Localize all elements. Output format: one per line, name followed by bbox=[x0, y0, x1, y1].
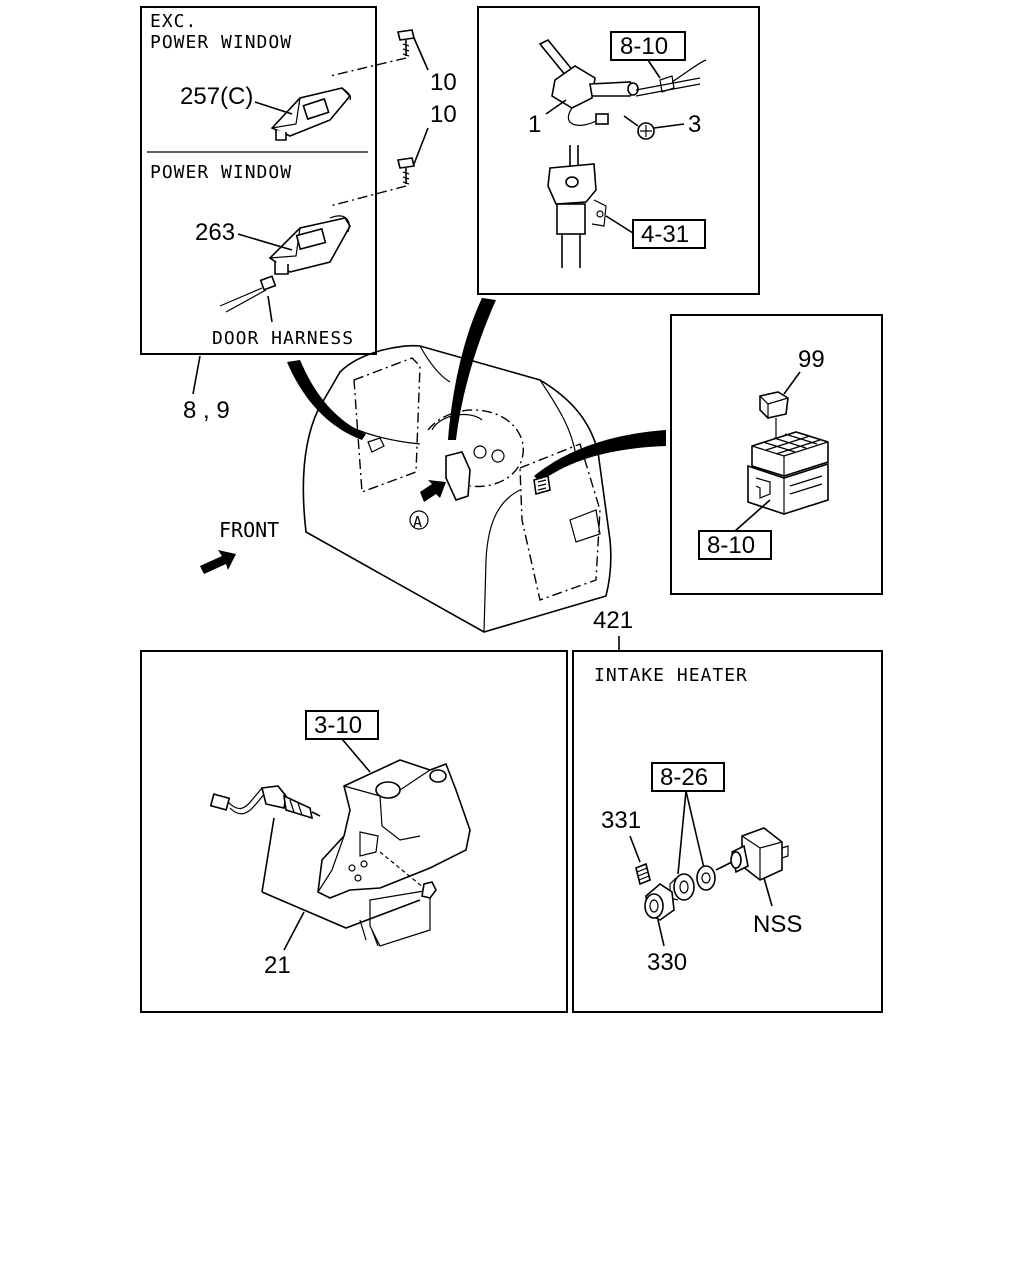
screw-10-top bbox=[397, 29, 415, 57]
screw-10-top-label: 10 bbox=[430, 69, 457, 96]
part-330-label: 330 bbox=[647, 949, 687, 976]
ref-4-31-label: 4-31 bbox=[641, 221, 689, 248]
ref-8-26-leader-a bbox=[677, 790, 687, 875]
window-switch-panel: EXC. POWER WINDOW POWER WINDOW 257(C) 26… bbox=[140, 6, 377, 424]
intake-heater-panel: INTAKE HEATER 8-26 331 330 bbox=[572, 650, 883, 1013]
screw-10-bottom bbox=[397, 157, 415, 185]
part-263-leader bbox=[237, 233, 293, 251]
door-harness-connector bbox=[219, 275, 277, 313]
combination-switch-callout-wedge bbox=[448, 298, 496, 440]
combination-switch-panel-frame bbox=[477, 6, 760, 295]
exc-heading: EXC. bbox=[150, 11, 197, 32]
intake-heater-panel-frame bbox=[572, 650, 883, 1013]
part-21-bracket-leader bbox=[261, 817, 421, 929]
ref-3-10-label: 3-10 bbox=[314, 712, 362, 739]
steering-column-location bbox=[445, 451, 471, 501]
screw-10-bottom-dashline bbox=[329, 185, 407, 207]
console-outline-dashed bbox=[519, 443, 601, 601]
part-331-drawing bbox=[635, 862, 651, 886]
view-a-circle bbox=[409, 510, 429, 530]
dashboard-overview: A FRONT 421 bbox=[200, 298, 666, 652]
power-window-heading: POWER WINDOW bbox=[150, 162, 292, 183]
screw-10-top-dashline bbox=[329, 57, 407, 77]
relay-panel-frame bbox=[670, 314, 883, 595]
washers-drawing bbox=[669, 865, 716, 901]
relay-callout-wedge bbox=[534, 430, 666, 482]
ref-8-10-leader-top bbox=[647, 59, 661, 79]
ref-8-10-label-relay: 8-10 bbox=[707, 532, 755, 559]
view-a-label: A bbox=[413, 513, 422, 531]
ref-8-26-label: 8-26 bbox=[660, 764, 708, 791]
screw-3-drawing bbox=[623, 115, 655, 140]
window-switch-panel-frame bbox=[140, 6, 377, 355]
dashboard-outline bbox=[302, 344, 612, 633]
switch-257c-drawing bbox=[270, 87, 352, 141]
screw-3-label: 3 bbox=[688, 111, 701, 138]
part-1-leader bbox=[545, 99, 567, 115]
relay-panel: 99 8-10 bbox=[670, 314, 883, 595]
part-331-leader bbox=[629, 835, 641, 863]
ref-8-26-box bbox=[651, 762, 725, 792]
screw-10-top-leader bbox=[413, 37, 429, 71]
front-label: FRONT bbox=[219, 518, 279, 542]
ref-8-26-leader-b bbox=[685, 790, 705, 869]
neutral-switch-panel-frame bbox=[140, 650, 568, 1013]
part-331-label: 331 bbox=[601, 807, 641, 834]
part-330-leader bbox=[657, 919, 665, 947]
screw-10-bottom-label: 10 bbox=[430, 101, 457, 128]
switch-263-drawing bbox=[268, 215, 351, 275]
nss-label: NSS bbox=[753, 911, 802, 938]
callout-8-9-label: 8 , 9 bbox=[183, 397, 230, 424]
part-99-leader bbox=[783, 371, 801, 395]
screw-10-bottom-leader bbox=[413, 127, 429, 165]
part-21-label: 21 bbox=[264, 952, 291, 979]
part-21-leader bbox=[283, 911, 305, 951]
nut-drawing bbox=[379, 851, 437, 899]
relay-99-drawing bbox=[759, 391, 789, 440]
neutral-switch-21-drawing bbox=[209, 785, 321, 820]
transmission-drawing bbox=[317, 759, 471, 947]
exc-heading-line2: POWER WINDOW bbox=[150, 32, 292, 53]
part-263-label: 263 bbox=[195, 219, 235, 246]
neutral-switch-panel: 3-10 bbox=[140, 650, 568, 1013]
nss-switch-drawing bbox=[715, 827, 789, 881]
combination-switch-panel: 8-10 1 3 bbox=[477, 6, 760, 295]
intake-heater-heading: INTAKE HEATER bbox=[594, 665, 748, 686]
front-arrow-icon bbox=[200, 550, 236, 574]
steering-column-drawing bbox=[547, 145, 607, 268]
door-harness-label: DOOR HARNESS bbox=[212, 328, 354, 349]
view-a-arrow bbox=[420, 480, 446, 502]
ref-8-10-leader-relay bbox=[734, 499, 771, 532]
callout-8-9-leader bbox=[192, 355, 201, 395]
screw-3-leader bbox=[653, 123, 685, 129]
part-99-label: 99 bbox=[798, 346, 825, 373]
ref-8-10-label-top: 8-10 bbox=[620, 33, 668, 60]
ref-3-10-leader bbox=[341, 738, 371, 773]
door-harness-leader bbox=[267, 295, 273, 323]
part-257c-leader bbox=[254, 101, 293, 115]
nss-leader bbox=[763, 877, 773, 907]
window-switch-callout-wedge bbox=[287, 360, 366, 440]
combination-switch-drawing bbox=[538, 38, 707, 126]
part-1-label: 1 bbox=[528, 111, 541, 138]
instrument-cluster-dashed bbox=[427, 409, 524, 488]
ref-4-31-leader bbox=[605, 215, 634, 234]
window-switch-location bbox=[367, 437, 385, 453]
part-330-drawing bbox=[644, 882, 675, 921]
door-outline-dashed bbox=[353, 357, 421, 493]
part-257c-label: 257(C) bbox=[180, 83, 253, 110]
fuse-box-drawing bbox=[747, 431, 829, 515]
callout-421-label: 421 bbox=[593, 607, 633, 634]
ref-4-31-box bbox=[632, 219, 706, 249]
